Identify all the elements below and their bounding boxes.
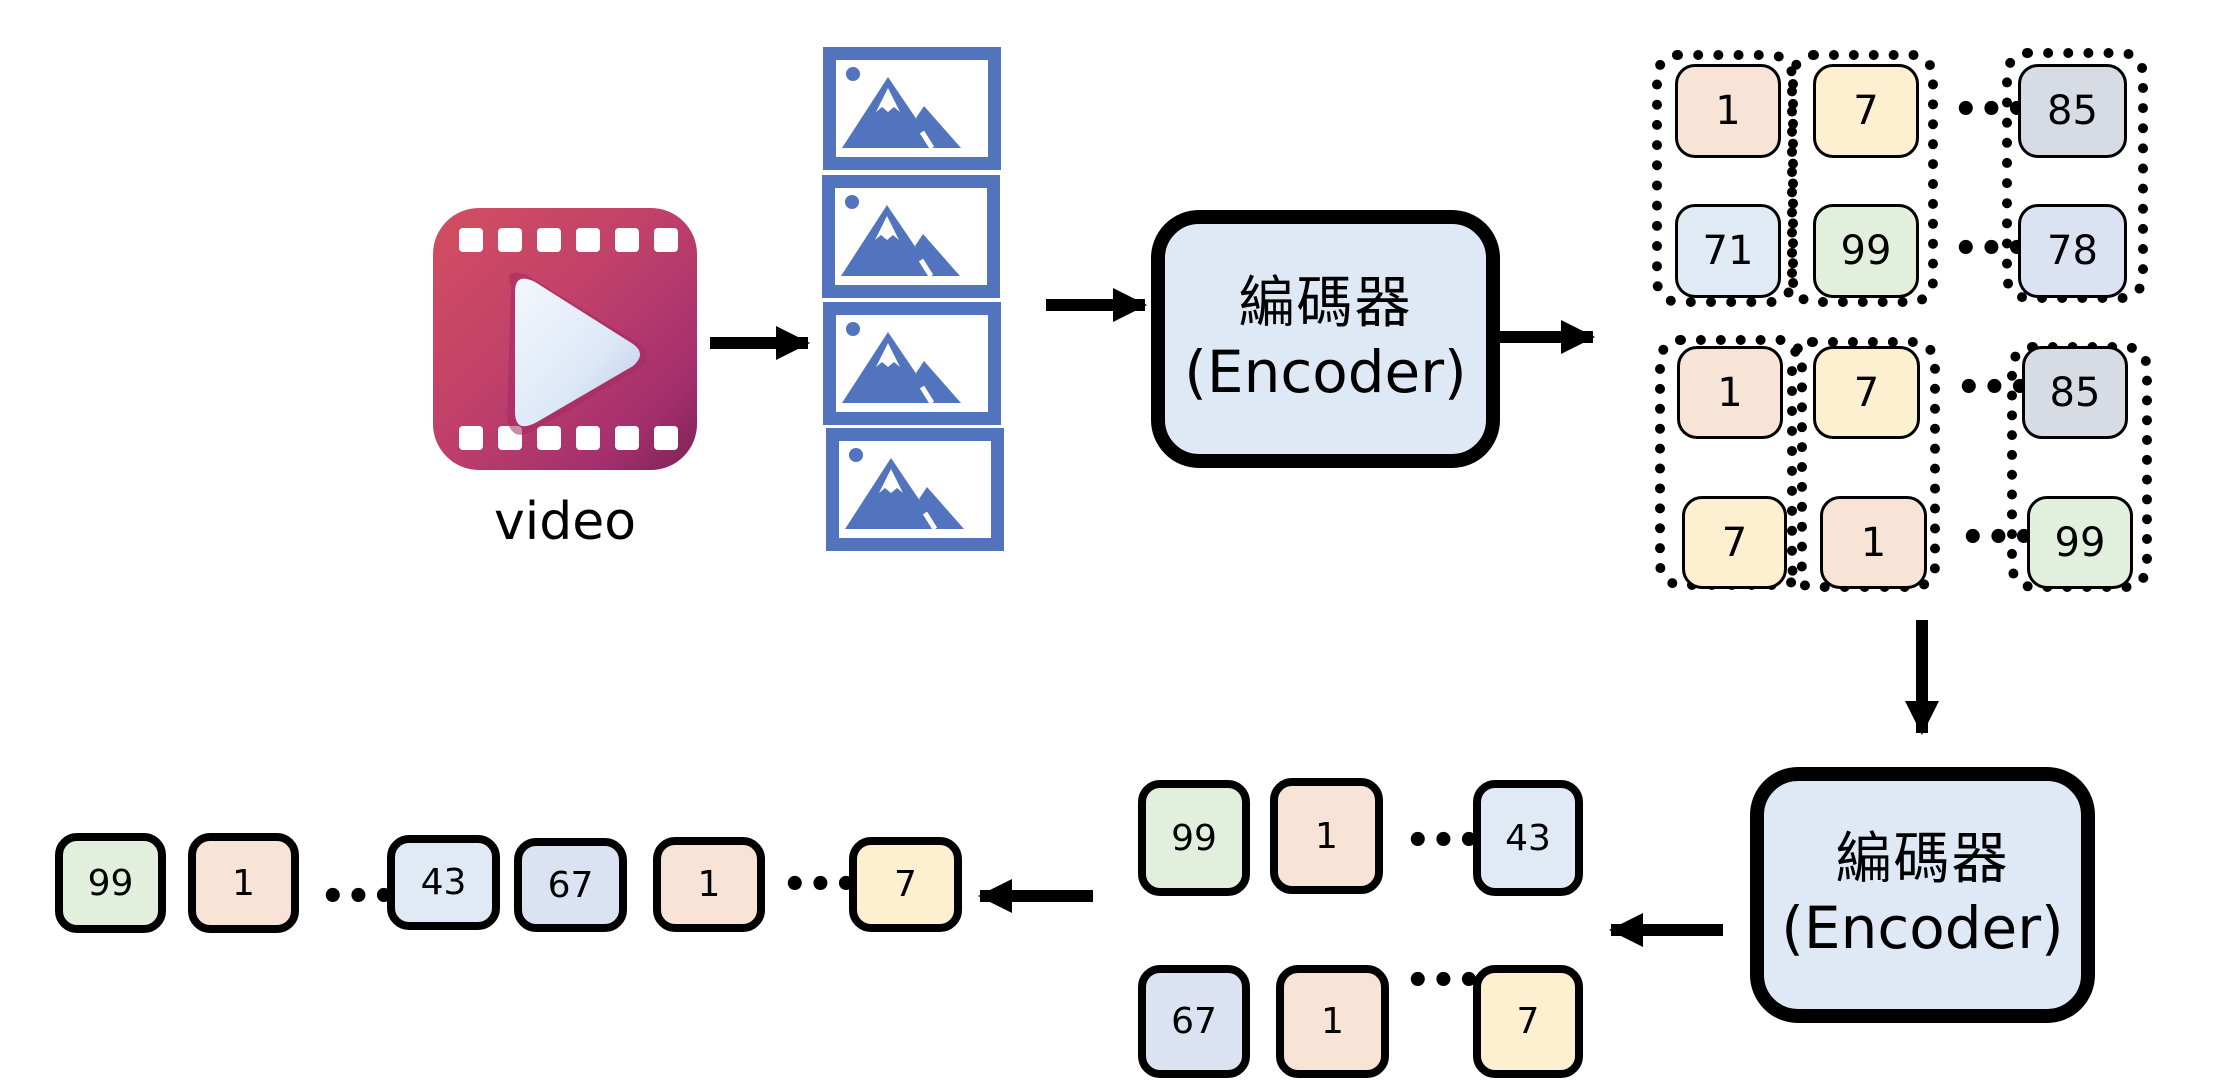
play-icon <box>507 272 647 435</box>
image-frame-icon <box>822 175 1000 298</box>
token: 67 <box>1138 965 1250 1078</box>
film-hole <box>498 228 522 252</box>
token: 71 <box>1675 204 1781 298</box>
token: 99 <box>1813 204 1919 298</box>
encoder-label-en: (Encoder) <box>1781 894 2064 962</box>
token: 1 <box>1276 965 1389 1078</box>
token: 85 <box>2018 64 2127 158</box>
film-hole <box>576 228 600 252</box>
token: 1 <box>188 833 299 933</box>
video-label: video <box>493 492 637 552</box>
token: 7 <box>849 837 962 932</box>
token: 7 <box>1682 496 1787 589</box>
encoder-label-en: (Encoder) <box>1184 338 1467 406</box>
arrow-right <box>710 326 810 360</box>
token: 7 <box>1473 965 1583 1078</box>
ellipsis: ••• <box>782 862 859 908</box>
token: 7 <box>1813 64 1919 158</box>
image-frame-icon <box>823 302 1001 425</box>
film-hole <box>459 426 483 450</box>
encoder-label-zh: 編碼器 <box>1238 271 1413 336</box>
token: 1 <box>1677 346 1783 439</box>
token: 1 <box>1270 778 1383 894</box>
token: 1 <box>1675 64 1781 158</box>
image-frame-icon <box>823 47 1001 170</box>
film-hole <box>654 228 678 252</box>
encoder-box: 編碼器 (Encoder) <box>1750 767 2095 1023</box>
token: 1 <box>1820 496 1927 589</box>
film-hole <box>537 228 561 252</box>
token: 78 <box>2018 204 2127 298</box>
video-icon <box>433 208 697 470</box>
film-hole <box>615 426 639 450</box>
film-hole <box>459 228 483 252</box>
ellipsis: ••• <box>1405 958 1482 1004</box>
arrow-down <box>1905 620 1939 735</box>
token-group-outline <box>1788 50 1938 307</box>
ellipsis: ••• <box>1956 365 2033 411</box>
ellipsis: ••• <box>1405 818 1482 864</box>
film-hole <box>654 426 678 450</box>
token: 43 <box>1473 780 1583 896</box>
arrow-left <box>978 879 1093 913</box>
film-hole <box>576 426 600 450</box>
arrow-right <box>1500 320 1595 354</box>
encoder-label-zh: 編碼器 <box>1835 827 2010 892</box>
token: 99 <box>1138 780 1250 896</box>
encoder-box: 編碼器 (Encoder) <box>1151 210 1500 468</box>
ellipsis: ••• <box>1953 87 2030 133</box>
arrow-left <box>1609 913 1723 947</box>
token: 1 <box>653 837 765 932</box>
ellipsis: ••• <box>1960 515 2037 561</box>
ellipsis: ••• <box>1953 226 2030 272</box>
token: 99 <box>2027 496 2133 589</box>
film-hole <box>615 228 639 252</box>
film-hole <box>537 426 561 450</box>
token: 99 <box>55 833 166 933</box>
token: 43 <box>387 835 500 930</box>
token: 7 <box>1813 346 1920 439</box>
token-group-outline <box>2002 48 2148 303</box>
token: 85 <box>2022 346 2128 439</box>
token: 67 <box>514 838 627 932</box>
image-frame-icon <box>826 428 1004 551</box>
ellipsis: ••• <box>320 874 397 920</box>
arrow-right <box>1046 288 1147 322</box>
